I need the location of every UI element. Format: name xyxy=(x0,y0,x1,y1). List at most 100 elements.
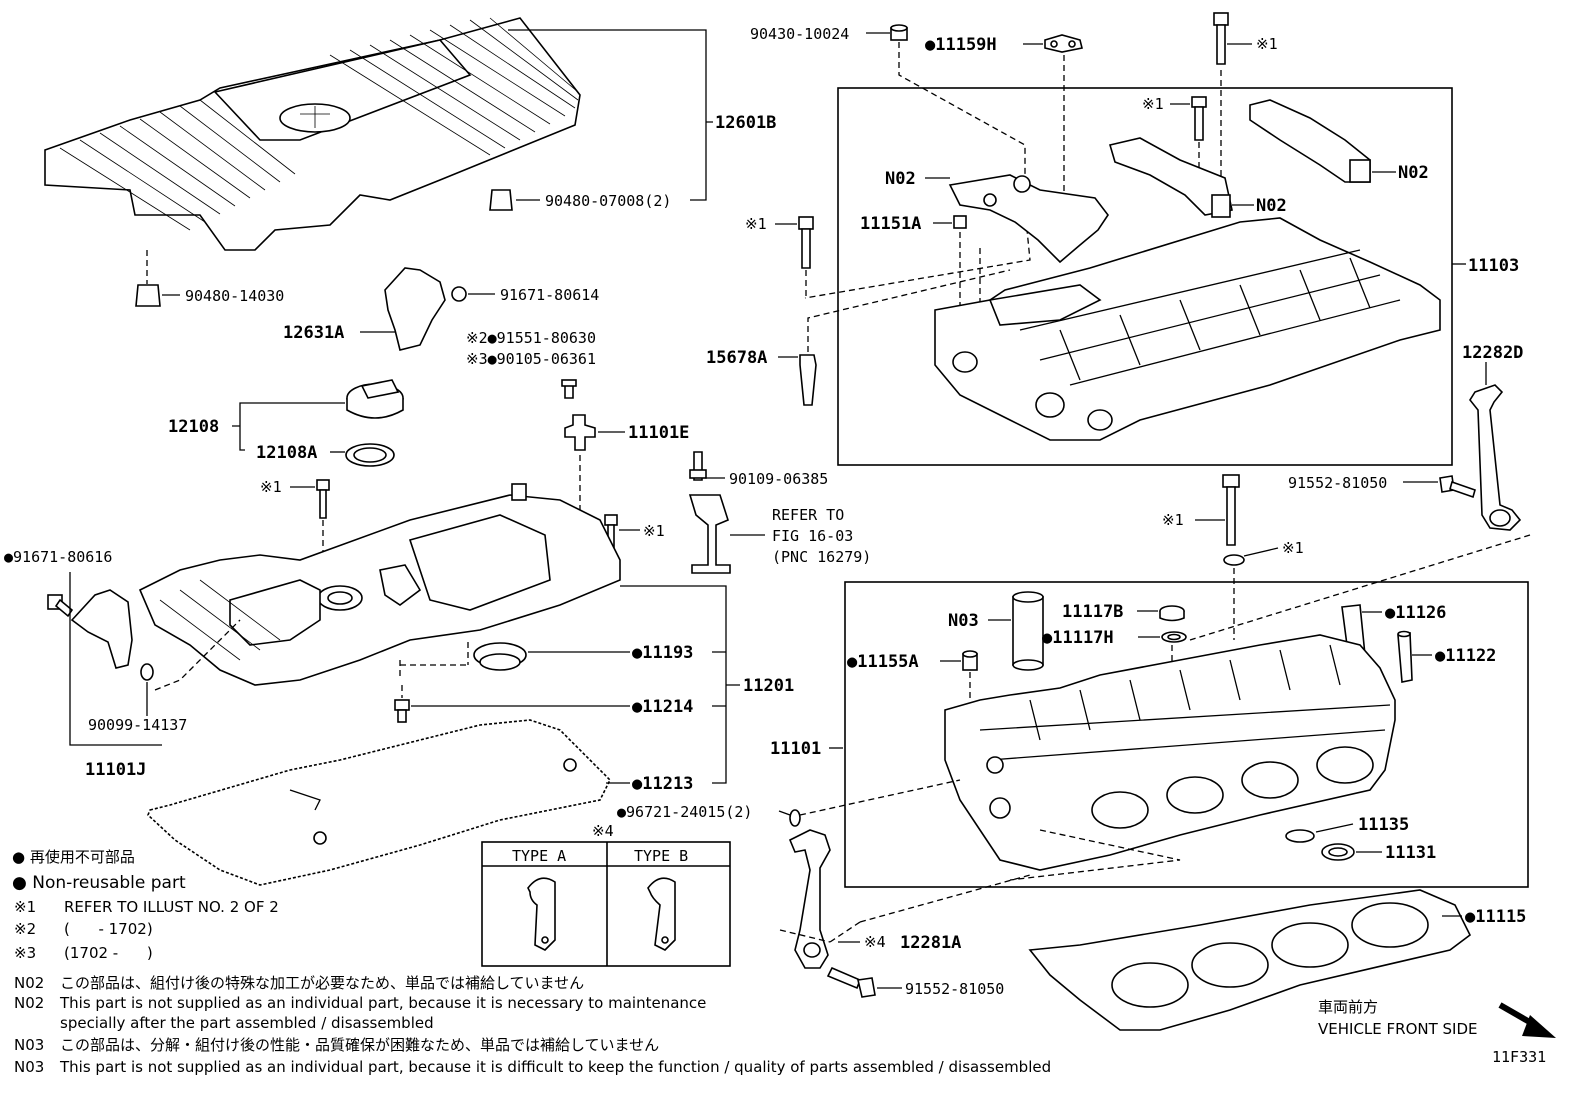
seal-11193[interactable] xyxy=(473,642,527,671)
grommet-90480-14030[interactable] xyxy=(135,284,161,307)
bolt-91552-81050-bottom[interactable] xyxy=(826,966,876,998)
label-note1-top: ※1 xyxy=(1256,35,1278,53)
label-12281A: 12281A xyxy=(900,933,961,953)
valve-guide-11122[interactable] xyxy=(1397,630,1413,683)
pin-11155A[interactable] xyxy=(962,650,978,671)
label-12108: 12108 xyxy=(168,417,219,437)
frame-cylinder-head xyxy=(844,581,1529,888)
pin-11151A[interactable] xyxy=(953,215,967,229)
legend-n02-key-jp: N02 xyxy=(14,974,44,992)
legend-note2-key: ※2 xyxy=(14,920,36,938)
label-11115: ●11115 xyxy=(1465,907,1526,927)
legend-nonreuse-jp: ● 再使用不可部品 xyxy=(12,848,135,866)
legend-n02-en2: specially after the part assembled / dis… xyxy=(60,1014,434,1032)
refer-line1: REFER TO xyxy=(772,506,844,524)
label-N02-mid: N02 xyxy=(1256,196,1287,216)
label-91671-80616: ●91671-80616 xyxy=(4,548,112,566)
oil-control-valve-11101J[interactable] xyxy=(70,589,154,681)
plug-96721-24015[interactable] xyxy=(789,809,801,827)
bolt-91552-81050-top[interactable] xyxy=(1439,475,1476,499)
grommet-11214[interactable] xyxy=(394,699,410,723)
typebox-type-b: TYPE B xyxy=(634,847,688,865)
type-box xyxy=(481,841,731,967)
label-12108A: 12108A xyxy=(256,443,317,463)
gasket-11213[interactable] xyxy=(147,719,611,886)
label-90099-14137: 90099-14137 xyxy=(88,716,187,734)
refer-line2: FIG 16-03 xyxy=(772,527,853,545)
label-note1-left: ※1 xyxy=(260,478,282,496)
label-note1-inner: ※1 xyxy=(1142,95,1164,113)
label-note1-right: ※1 xyxy=(643,522,665,540)
washer-note1[interactable] xyxy=(1223,554,1245,566)
engine-hanger-12281A[interactable] xyxy=(788,829,831,969)
bolt-note1-cam[interactable] xyxy=(798,216,814,269)
seal-11131[interactable] xyxy=(1321,843,1355,861)
label-91671-80614: 91671-80614 xyxy=(500,286,599,304)
legend-note2-text: ( - 1702) xyxy=(64,920,153,938)
cam-bearing-cap-N02-mid[interactable] xyxy=(1108,137,1233,218)
legend-n02-en1: This part is not supplied as an individu… xyxy=(59,994,706,1012)
label-90105-06361: ※3●90105-06361 xyxy=(466,350,596,368)
label-11213: ●11213 xyxy=(632,774,693,794)
label-11101J: 11101J xyxy=(85,760,146,780)
cylinder-head-11101[interactable] xyxy=(944,634,1396,871)
gasket-11159H[interactable] xyxy=(1044,34,1083,53)
legend-n03-key-en: N03 xyxy=(14,1058,44,1076)
legend-note1-key: ※1 xyxy=(14,898,36,916)
legend-n02-jp: この部品は、組付け後の特殊な加工が必要なため、単品では補給していません xyxy=(60,974,584,992)
label-12631A: 12631A xyxy=(283,323,344,343)
legend-nonreuse-en: ● Non-reusable part xyxy=(12,873,186,893)
typebox-mark: ※4 xyxy=(592,822,614,840)
plug-11135[interactable] xyxy=(1285,829,1315,843)
label-note1-washer: ※1 xyxy=(1282,539,1304,557)
bolt-note1-left[interactable] xyxy=(316,479,330,519)
bolt-91671-80616[interactable] xyxy=(47,594,74,618)
label-11159H: ●11159H xyxy=(925,35,997,55)
legend-n03-en: This part is not supplied as an individu… xyxy=(59,1058,1051,1076)
label-11201: 11201 xyxy=(743,676,794,696)
legend-note3-text: (1702 - ) xyxy=(64,944,153,962)
engine-cover-12601B[interactable] xyxy=(44,17,581,251)
label-11131: 11131 xyxy=(1385,843,1436,863)
sensor-11101E[interactable] xyxy=(561,379,596,451)
label-11126: ●11126 xyxy=(1385,603,1446,623)
bolt-note1-head[interactable] xyxy=(1222,474,1240,546)
label-12601B: 12601B xyxy=(715,113,776,133)
head-gasket-11115[interactable] xyxy=(1028,889,1472,1031)
refer-line3: (PNC 16279) xyxy=(772,548,871,566)
gasket-12108A[interactable] xyxy=(345,443,395,467)
label-90480-14030: 90480-14030 xyxy=(185,287,284,305)
label-11151A: 11151A xyxy=(860,214,921,234)
plug-15678A[interactable] xyxy=(799,354,817,406)
label-11155A: ●11155A xyxy=(847,652,919,672)
cam-bearing-cap-N02-right[interactable] xyxy=(1249,99,1371,183)
spring-seat-11117B[interactable] xyxy=(1159,605,1185,622)
oil-cap-12108[interactable] xyxy=(346,379,404,419)
bracket-90109-06385[interactable] xyxy=(688,451,731,574)
typebox-type-a: TYPE A xyxy=(512,847,566,865)
bolt-note1-top[interactable] xyxy=(1213,12,1229,65)
label-12282D: 12282D xyxy=(1462,343,1523,363)
grommet-90480-07008[interactable] xyxy=(489,189,513,211)
label-N03: N03 xyxy=(948,611,979,631)
cam-bearing-cap-N02-left[interactable] xyxy=(948,174,1109,264)
legend-note3-key: ※3 xyxy=(14,944,36,962)
bracket-12631A[interactable] xyxy=(384,267,467,351)
label-N02-right: N02 xyxy=(1398,163,1429,183)
engine-hanger-12282D[interactable] xyxy=(1469,384,1522,531)
legend-n03-jp: この部品は、分解・組付け後の性能・品質確保が困難なため、単品では補給していません xyxy=(60,1036,659,1054)
camshaft-housing-11103[interactable] xyxy=(934,217,1441,441)
bolt-note1-inner[interactable] xyxy=(1191,96,1207,141)
plug-90430-10024[interactable] xyxy=(890,24,908,41)
label-note1-cam: ※1 xyxy=(745,215,767,233)
cylinder-head-cover-11201[interactable] xyxy=(138,483,621,686)
label-11122: ●11122 xyxy=(1435,646,1496,666)
figure-id: 11F331 xyxy=(1492,1048,1546,1066)
label-note1-head: ※1 xyxy=(1162,511,1184,529)
sleeve-N03[interactable] xyxy=(1012,591,1044,671)
label-11135: 11135 xyxy=(1358,815,1409,835)
label-11193: ●11193 xyxy=(632,643,693,663)
label-11117H: ●11117H xyxy=(1042,628,1114,648)
valve-seal-11117H[interactable] xyxy=(1161,631,1187,643)
